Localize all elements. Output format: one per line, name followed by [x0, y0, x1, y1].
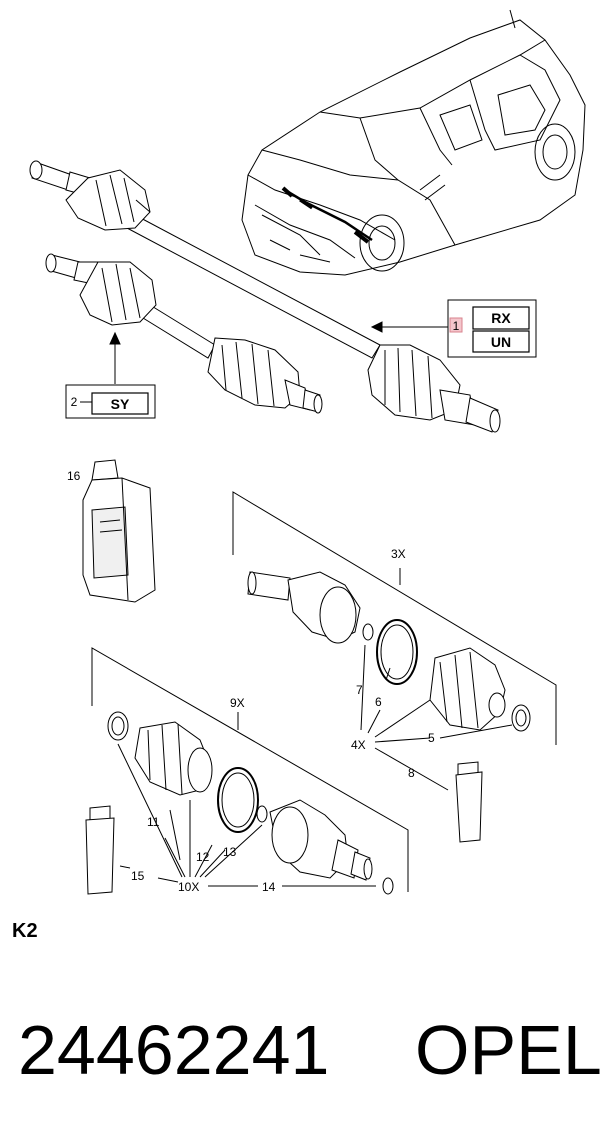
variant-code-un: UN — [491, 334, 511, 350]
small-clamp-5 — [511, 704, 531, 732]
clamp-band-6 — [376, 619, 418, 685]
group-bracket-3x — [232, 491, 557, 745]
inner-cv-joint-part — [269, 799, 373, 881]
circlip-13 — [256, 805, 268, 823]
label-6: 6 — [375, 695, 382, 709]
label-10x: 10X — [178, 880, 199, 894]
clamp-band-12 — [217, 767, 259, 833]
callout-index-2: 2 — [71, 395, 78, 409]
circlip-7 — [362, 623, 374, 641]
variant-code-sy: SY — [111, 396, 130, 412]
circlip-14 — [382, 877, 394, 895]
short-driveshaft-assembly — [45, 253, 323, 414]
callout-index-1: 1 — [453, 319, 460, 333]
page-code: K2 — [12, 920, 38, 942]
label-14: 14 — [262, 880, 276, 894]
part-number: 24462241 — [18, 1011, 330, 1089]
oil-bottle-part — [82, 459, 156, 603]
label-5: 5 — [428, 731, 435, 745]
label-4x: 4X — [351, 738, 366, 752]
vehicle-outline-drawing — [241, 9, 586, 276]
outer-boot-part — [429, 647, 506, 731]
long-driveshaft-assembly — [29, 160, 501, 433]
outer-cv-joint-part — [247, 571, 361, 644]
label-13: 13 — [223, 845, 237, 859]
group-bracket-9x — [91, 647, 409, 892]
label-16: 16 — [67, 469, 81, 483]
leader-lines-3x — [360, 644, 513, 791]
small-clamp-11 — [107, 711, 129, 741]
brand-name: OPEL — [415, 1011, 600, 1089]
label-15: 15 — [131, 869, 145, 883]
callout-box-rx-un: 1 RX UN — [447, 299, 537, 358]
label-3x: 3X — [391, 547, 406, 561]
highlight-index-box — [449, 317, 463, 333]
label-12: 12 — [196, 850, 210, 864]
label-7: 7 — [356, 683, 363, 697]
label-8: 8 — [408, 766, 415, 780]
callout-box-sy: 2 SY — [65, 384, 156, 419]
grease-tube-8 — [455, 761, 483, 843]
inner-boot-part — [134, 721, 213, 796]
callout-arrows — [109, 321, 448, 384]
label-9x: 9X — [230, 696, 245, 710]
label-11: 11 — [147, 815, 160, 829]
variant-code-rx: RX — [491, 310, 511, 326]
part-footer: 24462241 OPEL — [18, 1003, 600, 1103]
leader-lines-9x — [117, 743, 376, 887]
grease-tube-15 — [85, 805, 115, 895]
